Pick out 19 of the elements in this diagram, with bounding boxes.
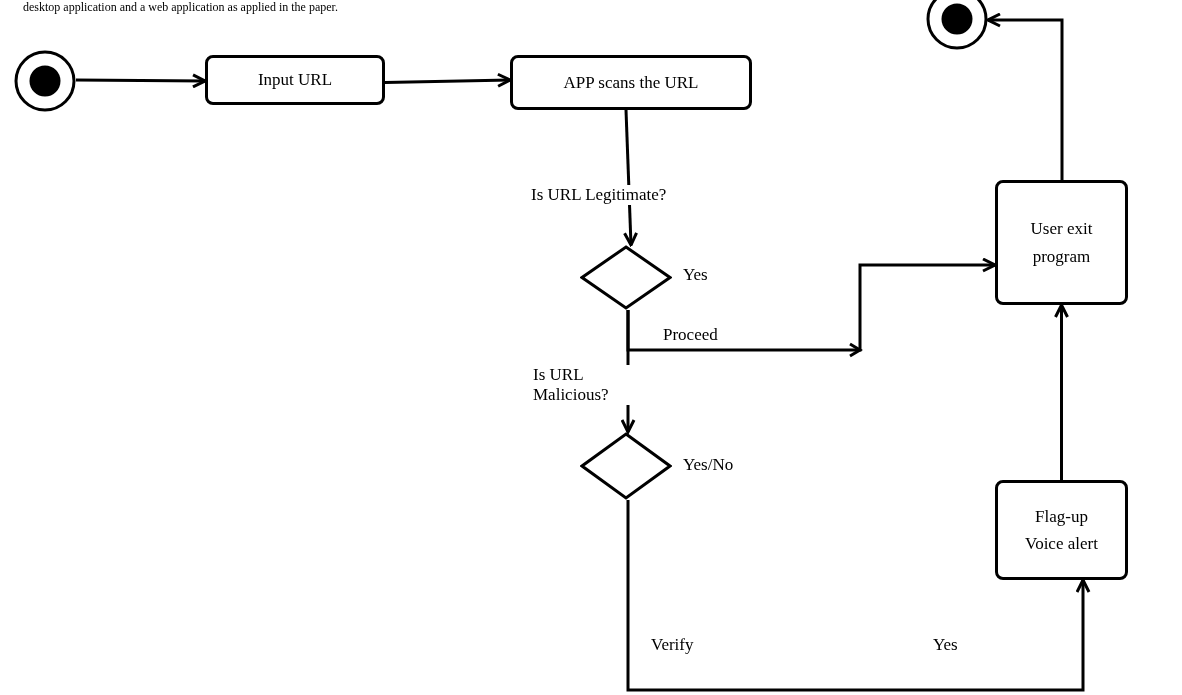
edge-label: Verify [648,635,697,655]
decision-diamond [580,245,672,310]
edge-label: Is URL Malicious? [530,365,631,405]
decision-diamond [580,432,672,500]
final-state-circle [14,50,76,112]
arrow [76,73,207,89]
box-label: Flag-up Voice alert [1024,505,1099,555]
arrow [626,500,1091,692]
process-box [995,180,1128,305]
caption-text: desktop application and a web application as applied in the paper. [20,0,341,15]
process-box [510,55,752,110]
box-label: User exit program [1029,218,1094,268]
box-label: APP scans the URL [563,71,699,94]
arrow [986,12,1064,180]
process-box [205,55,385,105]
process-box [995,480,1128,580]
arrow [384,72,512,88]
arrow [1054,303,1069,480]
box-label: Input URL [257,69,333,92]
